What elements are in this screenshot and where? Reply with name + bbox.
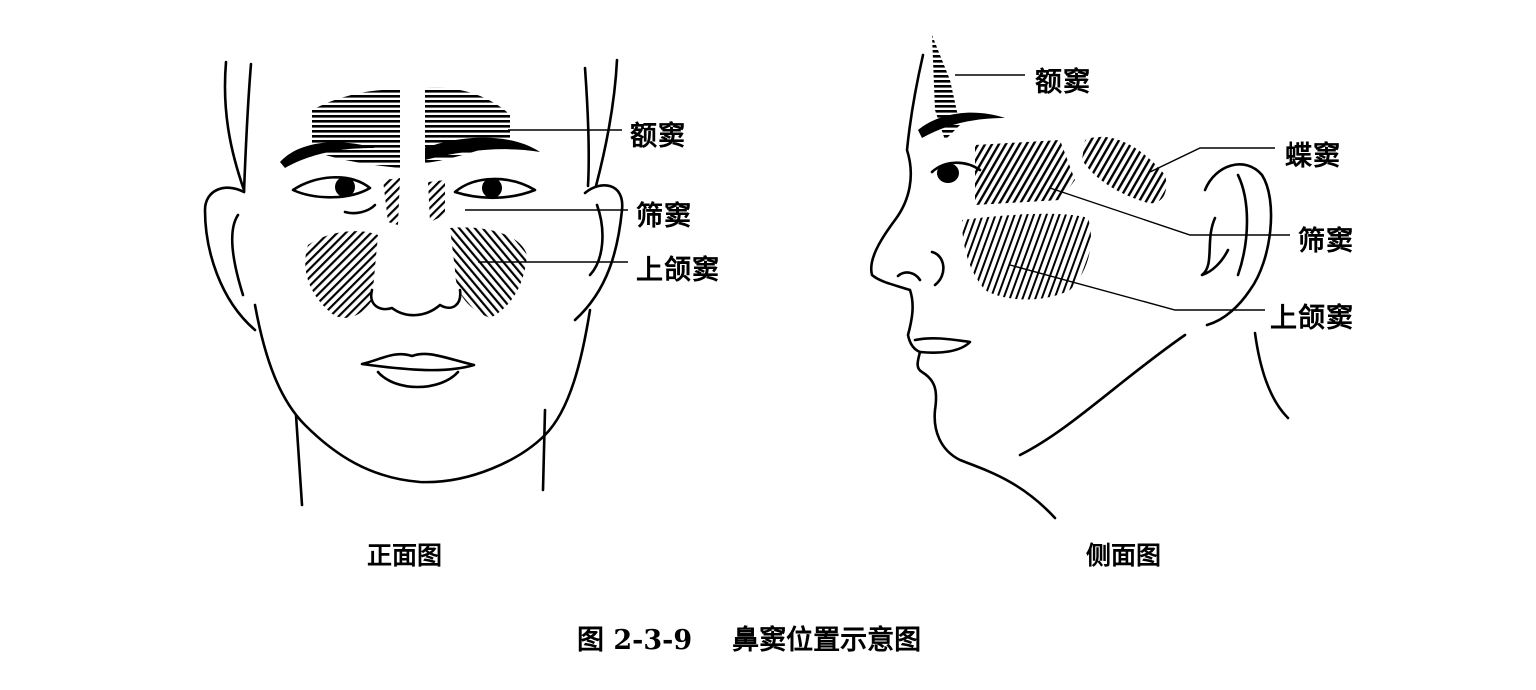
right-ear <box>573 184 624 322</box>
side-ethmoid-sinus <box>975 140 1075 205</box>
front-label-frontal-sinus: 额窦 <box>630 121 686 152</box>
figure-number: 图 2-3-9 <box>577 625 693 656</box>
side-lips <box>913 337 972 354</box>
side-ear <box>1203 163 1273 327</box>
neck-right <box>541 408 547 492</box>
side-view-drawing <box>869 35 1290 520</box>
left-ear-inner <box>230 213 245 297</box>
lower-lip <box>376 370 460 389</box>
nose <box>369 288 462 317</box>
left-eye <box>291 176 372 199</box>
right-pupil <box>482 178 502 198</box>
side-label-frontal-sinus: 额窦 <box>1035 67 1091 98</box>
right-eyebrow <box>425 137 540 160</box>
left-hairline-inner <box>242 62 253 194</box>
front-maxillary-sinus-right <box>450 227 527 318</box>
front-view-caption: 正面图 <box>367 541 443 570</box>
right-ear-inner <box>588 203 604 277</box>
side-label-sphenoid-sinus: 蝶窦 <box>1285 141 1341 172</box>
right-hairline-inner <box>594 58 619 188</box>
side-ear-inner <box>1200 216 1230 277</box>
side-nostril <box>930 250 945 287</box>
left-pupil <box>335 177 355 197</box>
figure-title: 鼻窦位置示意图 <box>732 625 922 656</box>
side-maxillary-sinus <box>962 213 1091 300</box>
face-outline <box>253 303 592 484</box>
side-label-ethmoid-sinus: 筛窦 <box>1298 226 1354 257</box>
left-eyebrow <box>280 142 375 168</box>
side-sphenoid-sinus <box>1082 136 1167 204</box>
leader-side-sphenoid <box>1149 147 1275 173</box>
side-neck <box>1253 331 1290 420</box>
front-label-maxillary-sinus: 上颌窦 <box>636 255 720 286</box>
left-ear <box>203 186 257 332</box>
front-ethmoid-sinus-right <box>428 180 445 222</box>
side-frontal-sinus <box>932 35 960 140</box>
side-view-caption: 侧面图 <box>1086 541 1162 570</box>
front-view-drawing <box>203 58 628 507</box>
side-ear-helix <box>1236 173 1249 277</box>
side-eye-pupil <box>937 163 959 183</box>
right-hairline <box>583 66 591 188</box>
side-jaw <box>1018 333 1187 457</box>
side-profile <box>869 53 1057 520</box>
side-label-maxillary-sinus: 上颌窦 <box>1270 303 1354 334</box>
leader-side-ethmoid <box>1049 187 1290 236</box>
front-frontal-sinus-left <box>312 89 400 168</box>
figure-caption: 图 2-3-9 鼻窦位置示意图 <box>577 618 921 657</box>
side-nose-wing <box>896 271 922 282</box>
leader-side-maxillary <box>1009 264 1265 311</box>
upper-lip <box>360 352 476 372</box>
side-eyebrow <box>918 112 1005 138</box>
front-maxillary-sinus-left <box>305 231 378 318</box>
left-hairline <box>223 60 246 192</box>
neck-left <box>294 413 304 507</box>
right-eye <box>453 177 537 200</box>
left-under-eye <box>343 203 377 215</box>
front-label-ethmoid-sinus: 筛窦 <box>636 201 692 232</box>
front-ethmoid-sinus-left <box>383 178 400 225</box>
